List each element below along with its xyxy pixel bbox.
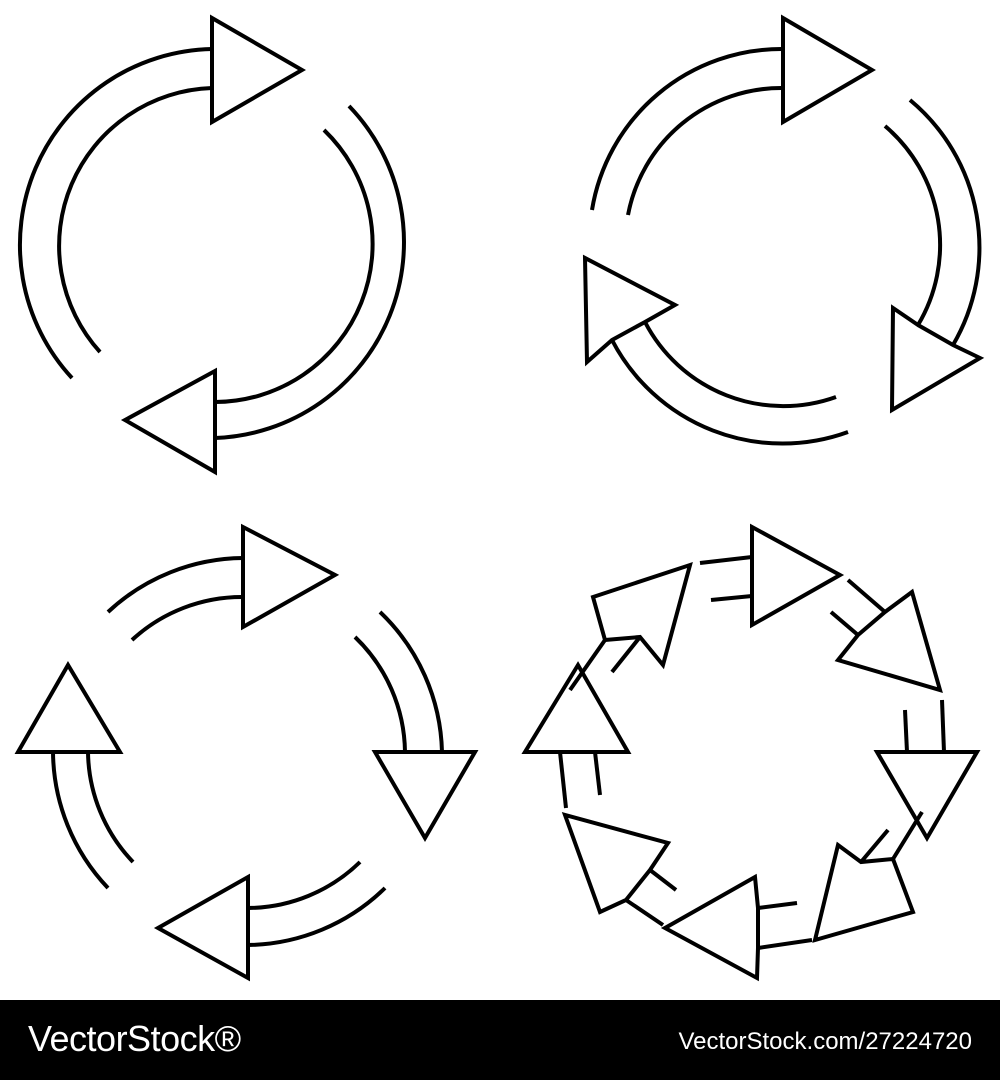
arrow-shaft — [214, 104, 406, 440]
arrow-shaft — [829, 610, 860, 637]
arrow-head — [153, 873, 250, 982]
arrow-shaft — [610, 635, 642, 674]
arrow-shaft — [624, 898, 665, 927]
arrow-shaft — [891, 810, 924, 861]
three-arrow-cycle-icon — [582, 14, 985, 446]
arrow-shaft — [130, 594, 244, 642]
arrow-shaft — [908, 98, 982, 347]
arrow-head — [590, 561, 693, 670]
arrow-shaft — [590, 46, 784, 211]
arrow-shaft — [757, 938, 813, 950]
arrow-shaft — [214, 128, 375, 404]
arrow-head — [750, 523, 845, 629]
arrow-shaft — [568, 638, 607, 692]
arrow-shaft — [378, 610, 444, 753]
arrow-shaft — [859, 828, 890, 864]
arrow-shaft — [57, 86, 213, 354]
brand-logo: VectorStock® — [28, 1018, 241, 1059]
arrow-shaft — [106, 556, 244, 614]
eight-arrow-cycle-icon — [521, 523, 981, 982]
watermark-bar: VectorStock® VectorStock.com/27224720 — [0, 1000, 1000, 1080]
arrow-head — [210, 14, 306, 126]
arrow-shaft — [648, 868, 678, 892]
arrow-head — [521, 661, 632, 754]
arrow-shaft — [17, 47, 213, 380]
arrow-head — [582, 254, 680, 367]
arrow-head — [561, 812, 672, 915]
arrow-head — [660, 873, 760, 982]
arrow-shaft — [51, 751, 110, 890]
arrow-head — [120, 367, 217, 476]
stock-id: VectorStock.com/27224720 — [678, 1028, 972, 1055]
arrow-shaft — [247, 886, 387, 947]
four-arrow-cycle-icon — [14, 523, 479, 982]
arrow-shaft — [247, 860, 362, 910]
arrow-head — [889, 304, 985, 414]
two-arrow-cycle-icon — [17, 14, 406, 476]
arrow-head — [14, 661, 124, 754]
arrow-shaft — [643, 321, 837, 409]
arrow-shaft — [353, 635, 407, 753]
arrow-head — [873, 750, 981, 842]
arrow-shaft — [86, 751, 135, 864]
arrow-shaft — [626, 85, 784, 216]
arrow-shaft — [699, 555, 753, 565]
arrow-shaft — [883, 124, 943, 327]
arrow-head — [781, 14, 876, 126]
arrow-head — [241, 523, 340, 631]
arrow-shaft — [610, 339, 849, 446]
arrow-shaft — [903, 709, 909, 753]
icon-set — [14, 14, 985, 982]
arrow-head — [812, 841, 916, 943]
arrow-head — [834, 588, 943, 693]
arrow-shaft — [558, 751, 568, 809]
arrow-shaft — [710, 594, 753, 602]
arrow-shaft — [846, 578, 887, 614]
arrow-head — [371, 750, 479, 842]
arrow-shaft — [593, 751, 602, 796]
arrow-shaft — [940, 699, 946, 753]
arrow-shaft — [757, 901, 798, 910]
